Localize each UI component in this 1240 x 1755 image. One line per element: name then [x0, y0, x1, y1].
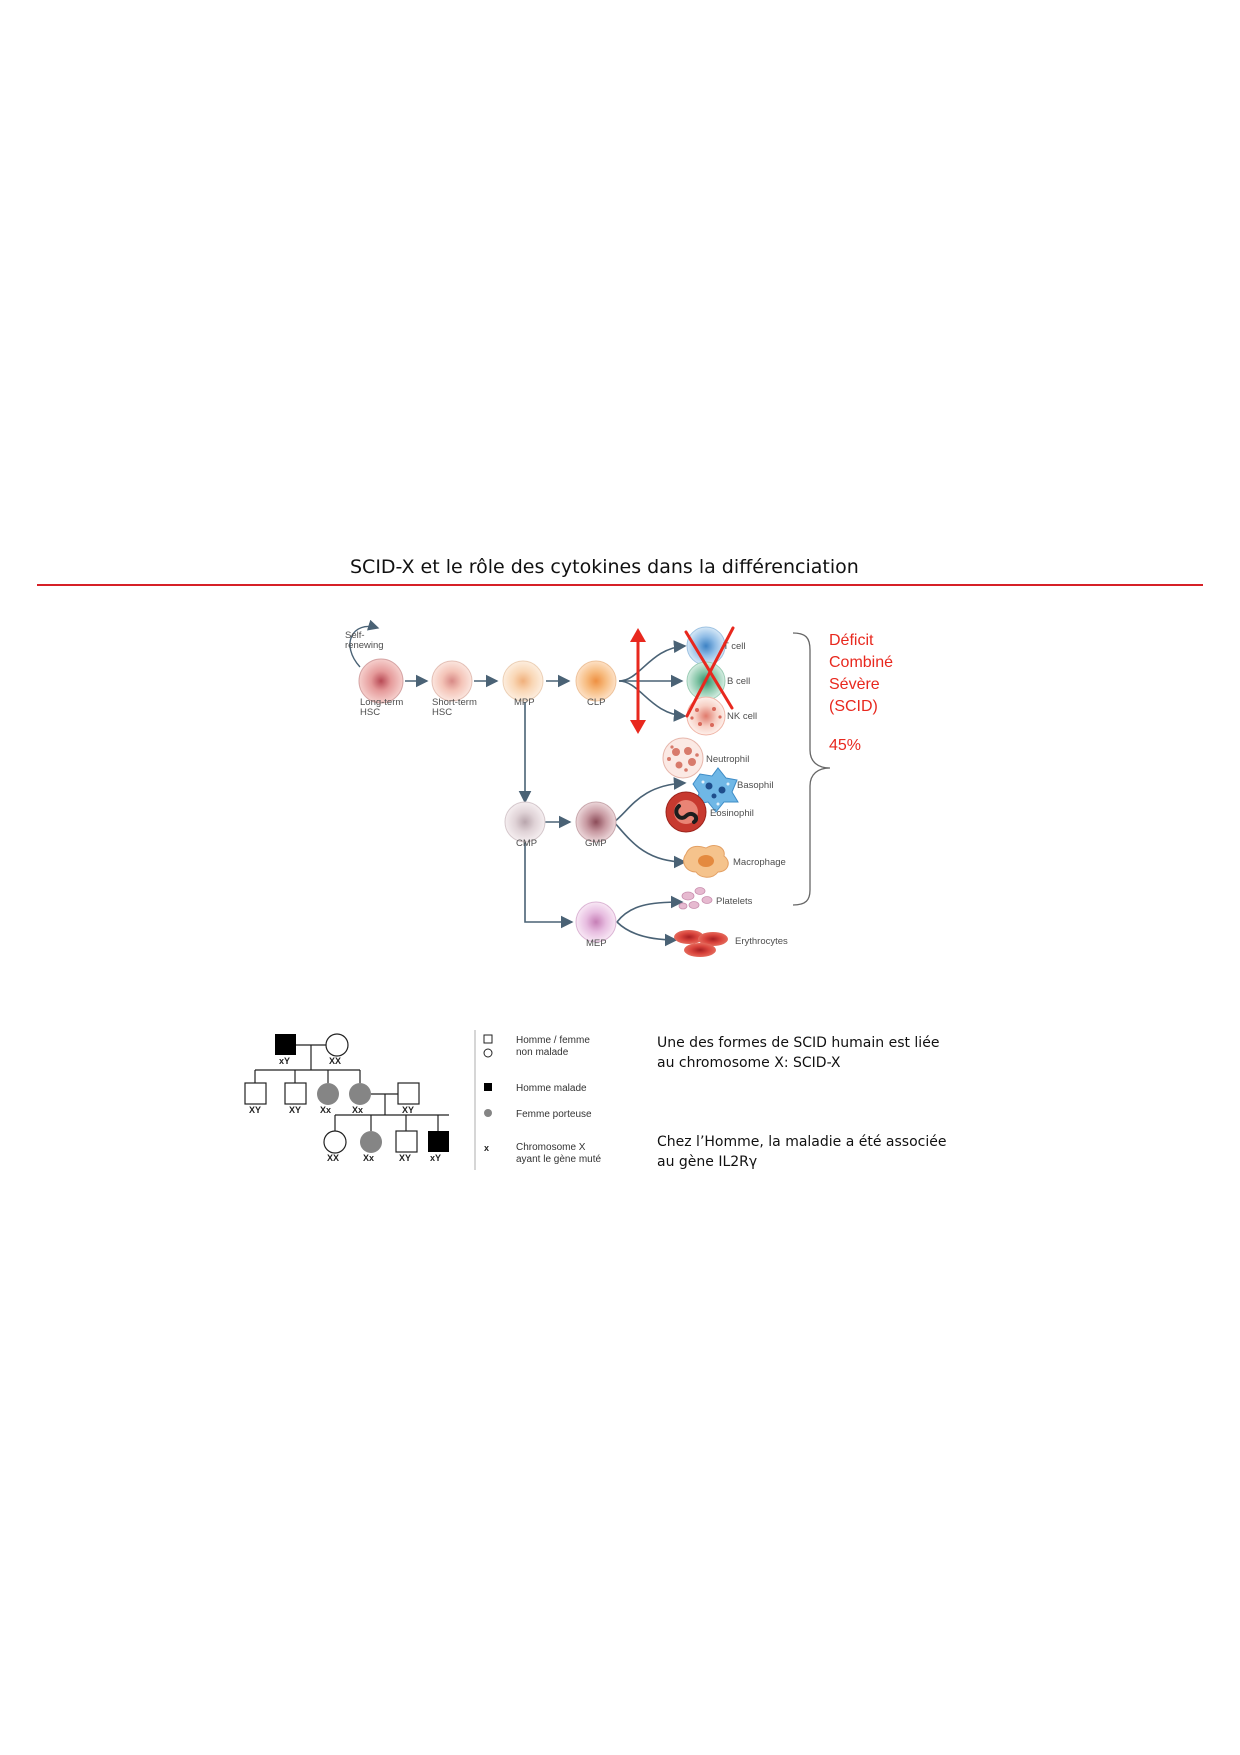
mpp-label: MPP — [514, 697, 535, 708]
genotype-label: XY — [249, 1105, 261, 1115]
scid-x-note: Une des formes de SCID humain est liée a… — [657, 1033, 939, 1073]
self-renewing-label: Self- renewing — [345, 630, 384, 651]
pedigree-affected-male — [275, 1034, 296, 1055]
legend-carrier-female-label: Femme porteuse — [516, 1109, 592, 1120]
legend-circle-icon — [483, 1048, 493, 1058]
pedigree-healthy-male — [395, 1130, 418, 1153]
il2rg-note: Chez l’Homme, la maladie a été associée … — [657, 1132, 946, 1172]
cmp-label: CMP — [516, 838, 537, 849]
eosinophil-label: Eosinophil — [710, 808, 754, 819]
legend-square-icon — [483, 1034, 493, 1044]
scid-label-line-3: Sévère — [829, 676, 880, 693]
clp-cell — [575, 660, 617, 702]
genotype-label: Xx — [320, 1105, 331, 1115]
neutrophil-cell — [662, 737, 704, 779]
pedigree-healthy-male — [284, 1082, 307, 1105]
basophil-label: Basophil — [737, 780, 773, 791]
genotype-label: xY — [430, 1153, 441, 1163]
pedigree-legend: x Homme / femme non malade Homme malade … — [474, 1030, 601, 1170]
eosinophil-cell — [665, 791, 707, 833]
scid-brace — [792, 632, 831, 906]
genotype-label: Xx — [352, 1105, 363, 1115]
pedigree-carrier-female — [349, 1083, 371, 1105]
pedigree-carrier-female — [317, 1083, 339, 1105]
pedigree-healthy-female — [323, 1130, 347, 1154]
legend-filled-square-icon — [484, 1083, 492, 1091]
b-cell-label: B cell — [727, 676, 750, 687]
scid-percent: 45% — [829, 737, 861, 754]
genotype-label: XY — [402, 1105, 414, 1115]
platelets-label: Platelets — [716, 896, 753, 907]
pedigree-carrier-female — [360, 1131, 382, 1153]
lymphoid-cross-icon — [684, 626, 735, 718]
legend-grey-circle-icon — [484, 1109, 492, 1117]
hematopoiesis-tree: Self- renewing Long-term HSC Short-term … — [345, 619, 893, 957]
genotype-label: XY — [399, 1153, 411, 1163]
legend-affected-male-label: Homme malade — [516, 1083, 587, 1094]
nk-cell-label: NK cell — [727, 711, 757, 722]
note-line-3: Chez l’Homme, la maladie a été associée — [657, 1134, 947, 1150]
short-term-hsc-label: Short-term HSC — [432, 697, 480, 718]
genotype-label: xY — [279, 1056, 290, 1066]
gmp-cell — [575, 801, 617, 843]
pedigree-healthy-female — [325, 1033, 349, 1057]
lymphoid-block-arrow-icon — [630, 628, 646, 734]
long-term-hsc-cell — [358, 658, 404, 704]
platelets-cells — [678, 887, 713, 910]
scid-note: Déficit Combiné Sévère (SCID) 45% — [829, 632, 893, 754]
scid-label-line-4: (SCID) — [829, 698, 878, 715]
pedigree-healthy-male — [244, 1082, 267, 1105]
nk-cell — [686, 696, 726, 736]
long-term-hsc-label: Long-term HSC — [360, 697, 406, 718]
mpp-cell — [502, 660, 544, 702]
pedigree-healthy-male — [397, 1082, 420, 1105]
genotype-label: Xx — [363, 1153, 374, 1163]
note-line-4: au gène IL2Rγ — [657, 1154, 758, 1170]
gmp-label: GMP — [585, 838, 607, 849]
genotype-label: XX — [329, 1056, 341, 1066]
legend-healthy-label: Homme / femme non malade — [516, 1035, 593, 1058]
genotype-label: XX — [327, 1153, 339, 1163]
legend-mutated-x-symbol: x — [484, 1143, 489, 1153]
t-cell-label: T cell — [723, 641, 746, 652]
erythrocytes-label: Erythrocytes — [735, 936, 788, 947]
clp-label: CLP — [587, 697, 605, 708]
pedigree-affected-male — [428, 1131, 449, 1152]
short-term-hsc-cell — [431, 660, 473, 702]
pedigree-chart: xY XX XY XY Xx Xx XY XX Xx XY xY x Homme… — [244, 1030, 601, 1170]
mep-label: MEP — [586, 938, 607, 949]
erythrocytes-cells — [674, 930, 728, 957]
scid-label-line-1: Déficit — [829, 632, 874, 649]
note-line-2: au chromosome X: SCID-X — [657, 1055, 841, 1071]
note-line-1: Une des formes de SCID humain est liée — [657, 1035, 940, 1051]
scid-label-line-2: Combiné — [829, 654, 893, 671]
neutrophil-label: Neutrophil — [706, 754, 749, 765]
mep-cell — [575, 901, 617, 943]
genotype-label: XY — [289, 1105, 301, 1115]
cmp-cell — [504, 801, 546, 843]
macrophage-cell — [683, 845, 729, 878]
page-title: SCID-X et le rôle des cytokines dans la … — [350, 556, 859, 578]
title-divider — [37, 584, 1203, 586]
macrophage-label: Macrophage — [733, 857, 786, 868]
t-cell — [686, 626, 726, 666]
legend-mutated-x-label: Chromosome X ayant le gène muté — [516, 1142, 601, 1165]
